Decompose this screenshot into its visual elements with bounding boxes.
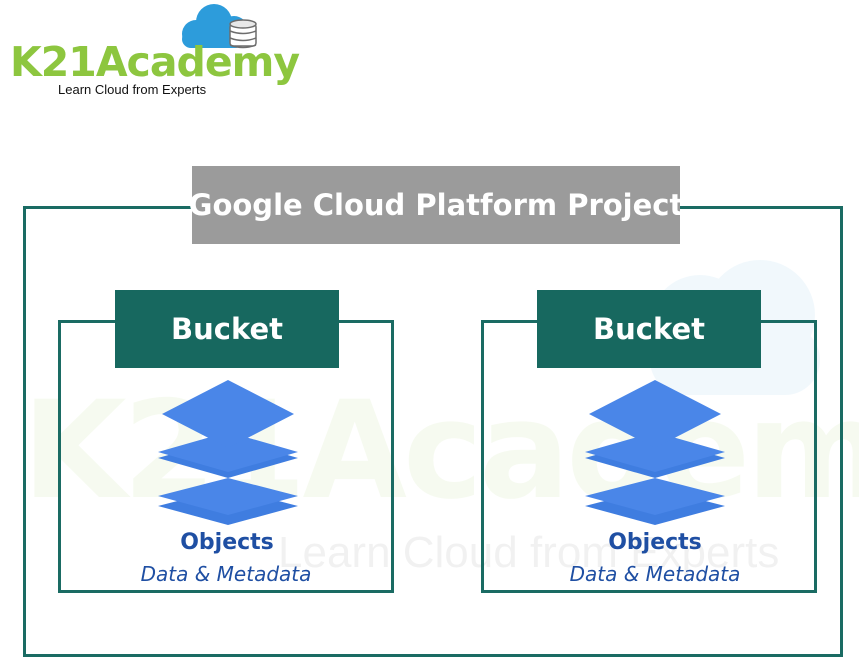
cloud-database-icon bbox=[182, 4, 257, 49]
k21academy-logo: K21Academy Learn Cloud from Experts bbox=[0, 0, 300, 110]
project-title: Google Cloud Platform Project bbox=[189, 166, 683, 244]
objects-subtitle: Data & Metadata bbox=[140, 562, 312, 586]
bucket-label: Bucket bbox=[115, 290, 339, 368]
objects-title: Objects bbox=[180, 530, 274, 555]
objects-subtitle: Data & Metadata bbox=[569, 562, 741, 586]
logo-tagline: Learn Cloud from Experts bbox=[58, 82, 207, 97]
layers-icon bbox=[585, 380, 725, 525]
layers-icon bbox=[158, 380, 298, 525]
objects-title: Objects bbox=[608, 530, 702, 555]
bucket-label: Bucket bbox=[537, 290, 761, 368]
logo-wordmark: K21Academy bbox=[10, 38, 300, 86]
